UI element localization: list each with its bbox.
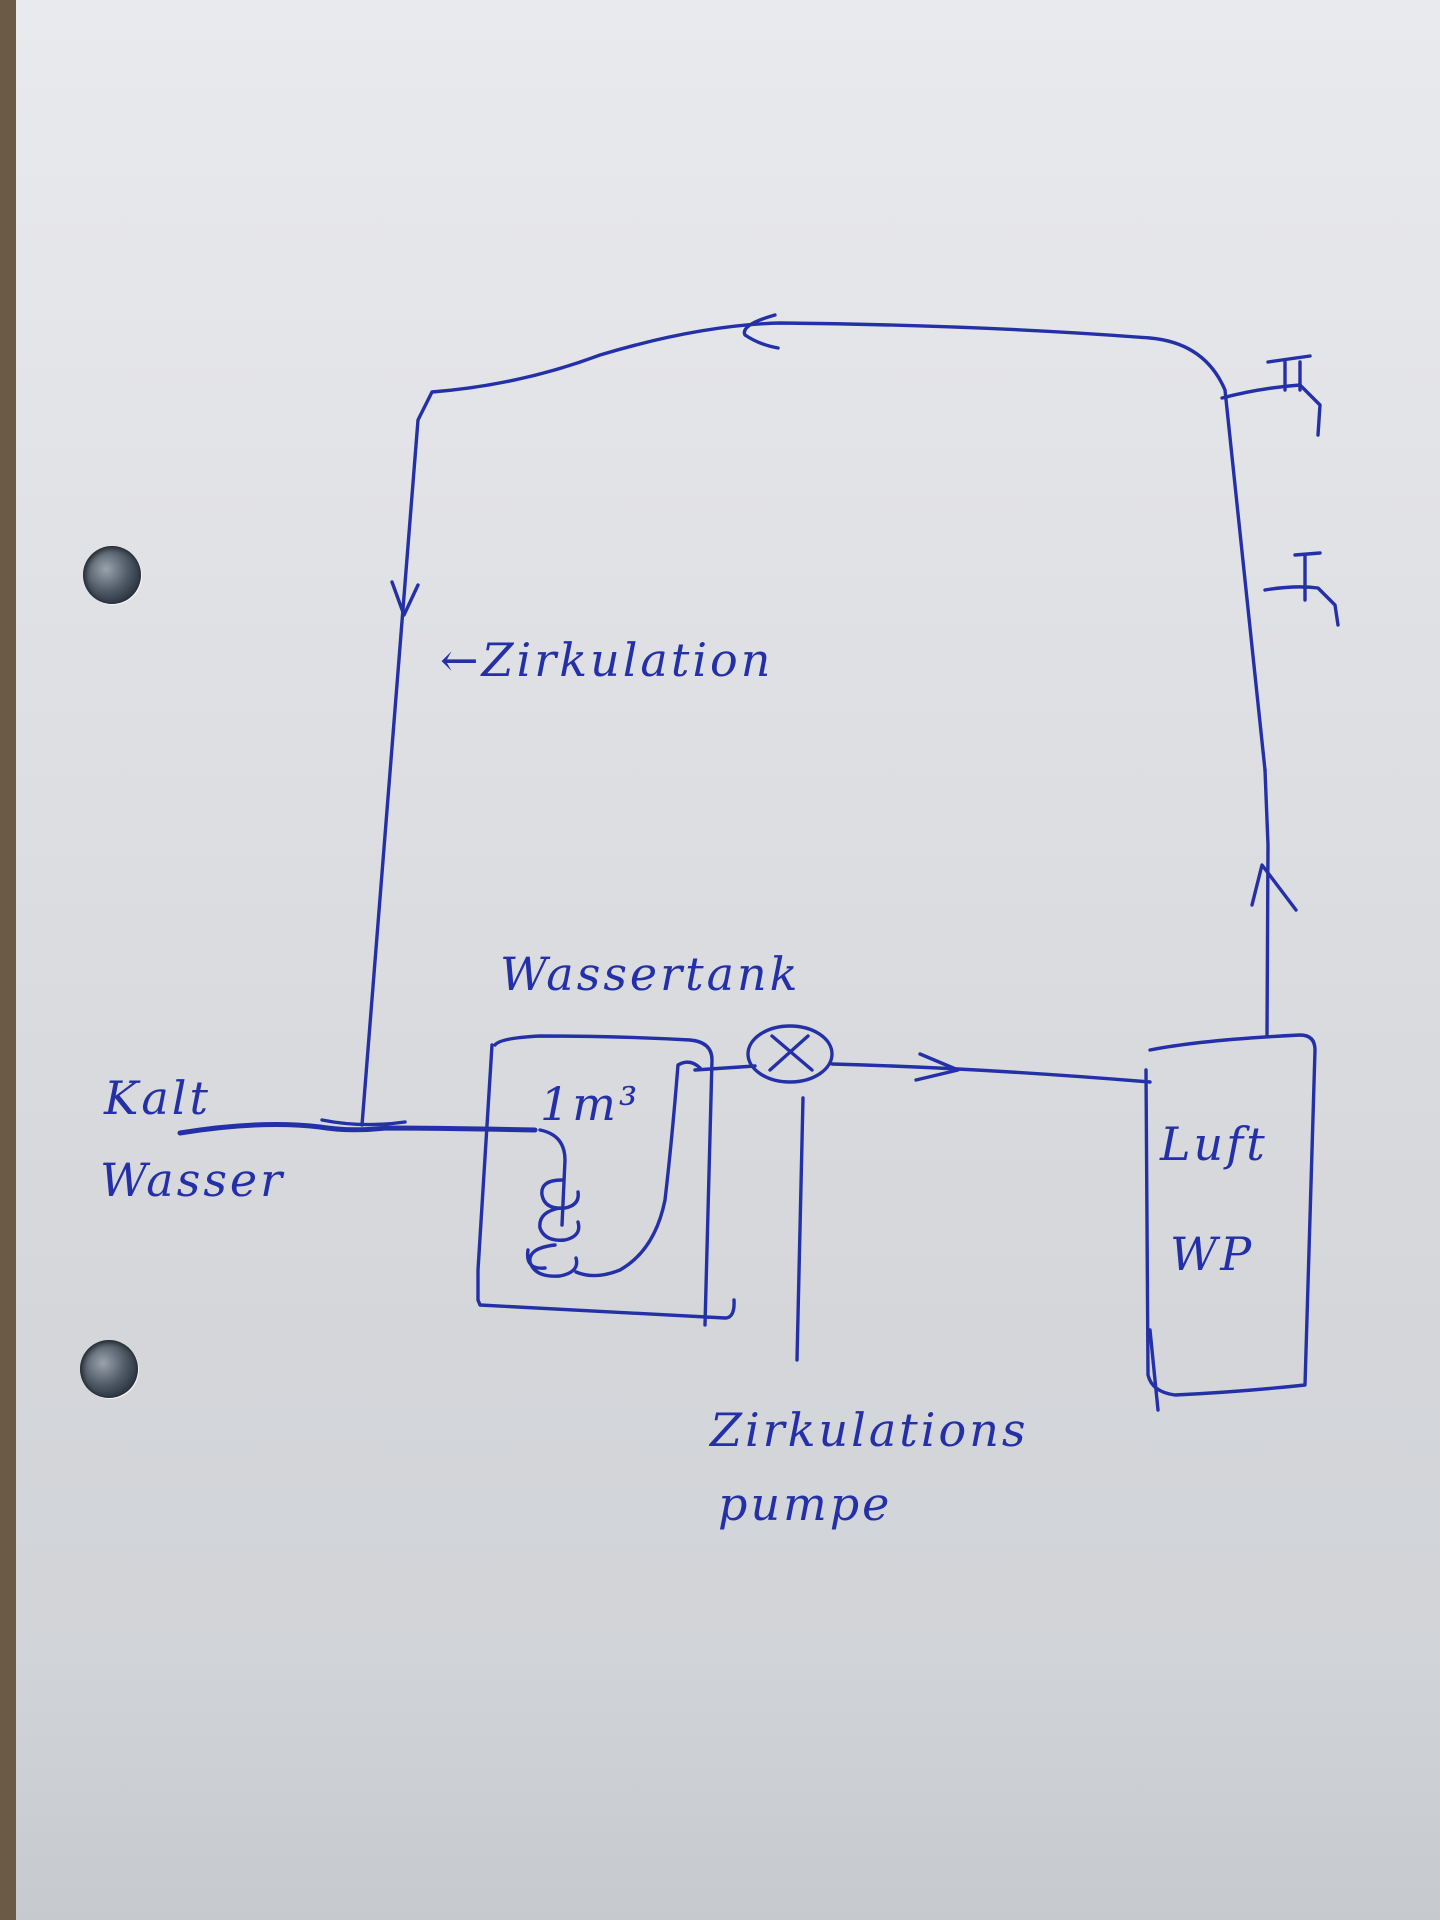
- heating-coil-icon: [525, 1178, 581, 1278]
- heat-pump-label: WP: [1170, 1227, 1254, 1281]
- paper-sheet: [16, 0, 1440, 1920]
- pump-to-heatpump-pipe: [830, 1062, 1152, 1084]
- tank-outlet-pipe: [574, 1060, 702, 1278]
- tap-icon: [1263, 551, 1340, 627]
- tap-icon: [1220, 354, 1322, 437]
- circulation-label: ←Zirkulation: [440, 633, 773, 687]
- heat-pump-edge: [1148, 1328, 1160, 1412]
- tank-to-pump-pipe: [693, 1064, 757, 1072]
- paper-shadow: [16, 1655, 1440, 1920]
- tank-volume-label: 1m³: [540, 1077, 640, 1131]
- pump-symbol-icon: [746, 1024, 834, 1084]
- heat-pump-label: Luft: [1159, 1117, 1268, 1171]
- pump-label: pumpe: [718, 1477, 892, 1531]
- pipe-junction: [320, 1118, 407, 1127]
- cold-water-pipe: [177, 1122, 538, 1136]
- punch-hole-top: [83, 546, 141, 604]
- pump-leader-line: [795, 1096, 805, 1362]
- cold-water-label: Kalt: [103, 1071, 211, 1125]
- tank-riser-pipe: [538, 1128, 567, 1227]
- cold-water-label: Wasser: [100, 1153, 285, 1207]
- flow-arrow-icon: [1250, 863, 1298, 912]
- heat-pump-outline: [1144, 1033, 1317, 1397]
- water-tank-outline: [476, 1034, 736, 1327]
- flow-arrow-icon: [390, 580, 420, 617]
- flow-arrow-icon: [742, 313, 780, 350]
- circulation-return-line: [360, 321, 1267, 1127]
- punch-hole-bottom: [80, 1340, 138, 1398]
- tank-title-label: Wassertank: [500, 947, 801, 1001]
- supply-riser-line: [1263, 768, 1270, 1037]
- flow-arrow-icon: [914, 1052, 960, 1082]
- pump-label: Zirkulations: [708, 1403, 1028, 1457]
